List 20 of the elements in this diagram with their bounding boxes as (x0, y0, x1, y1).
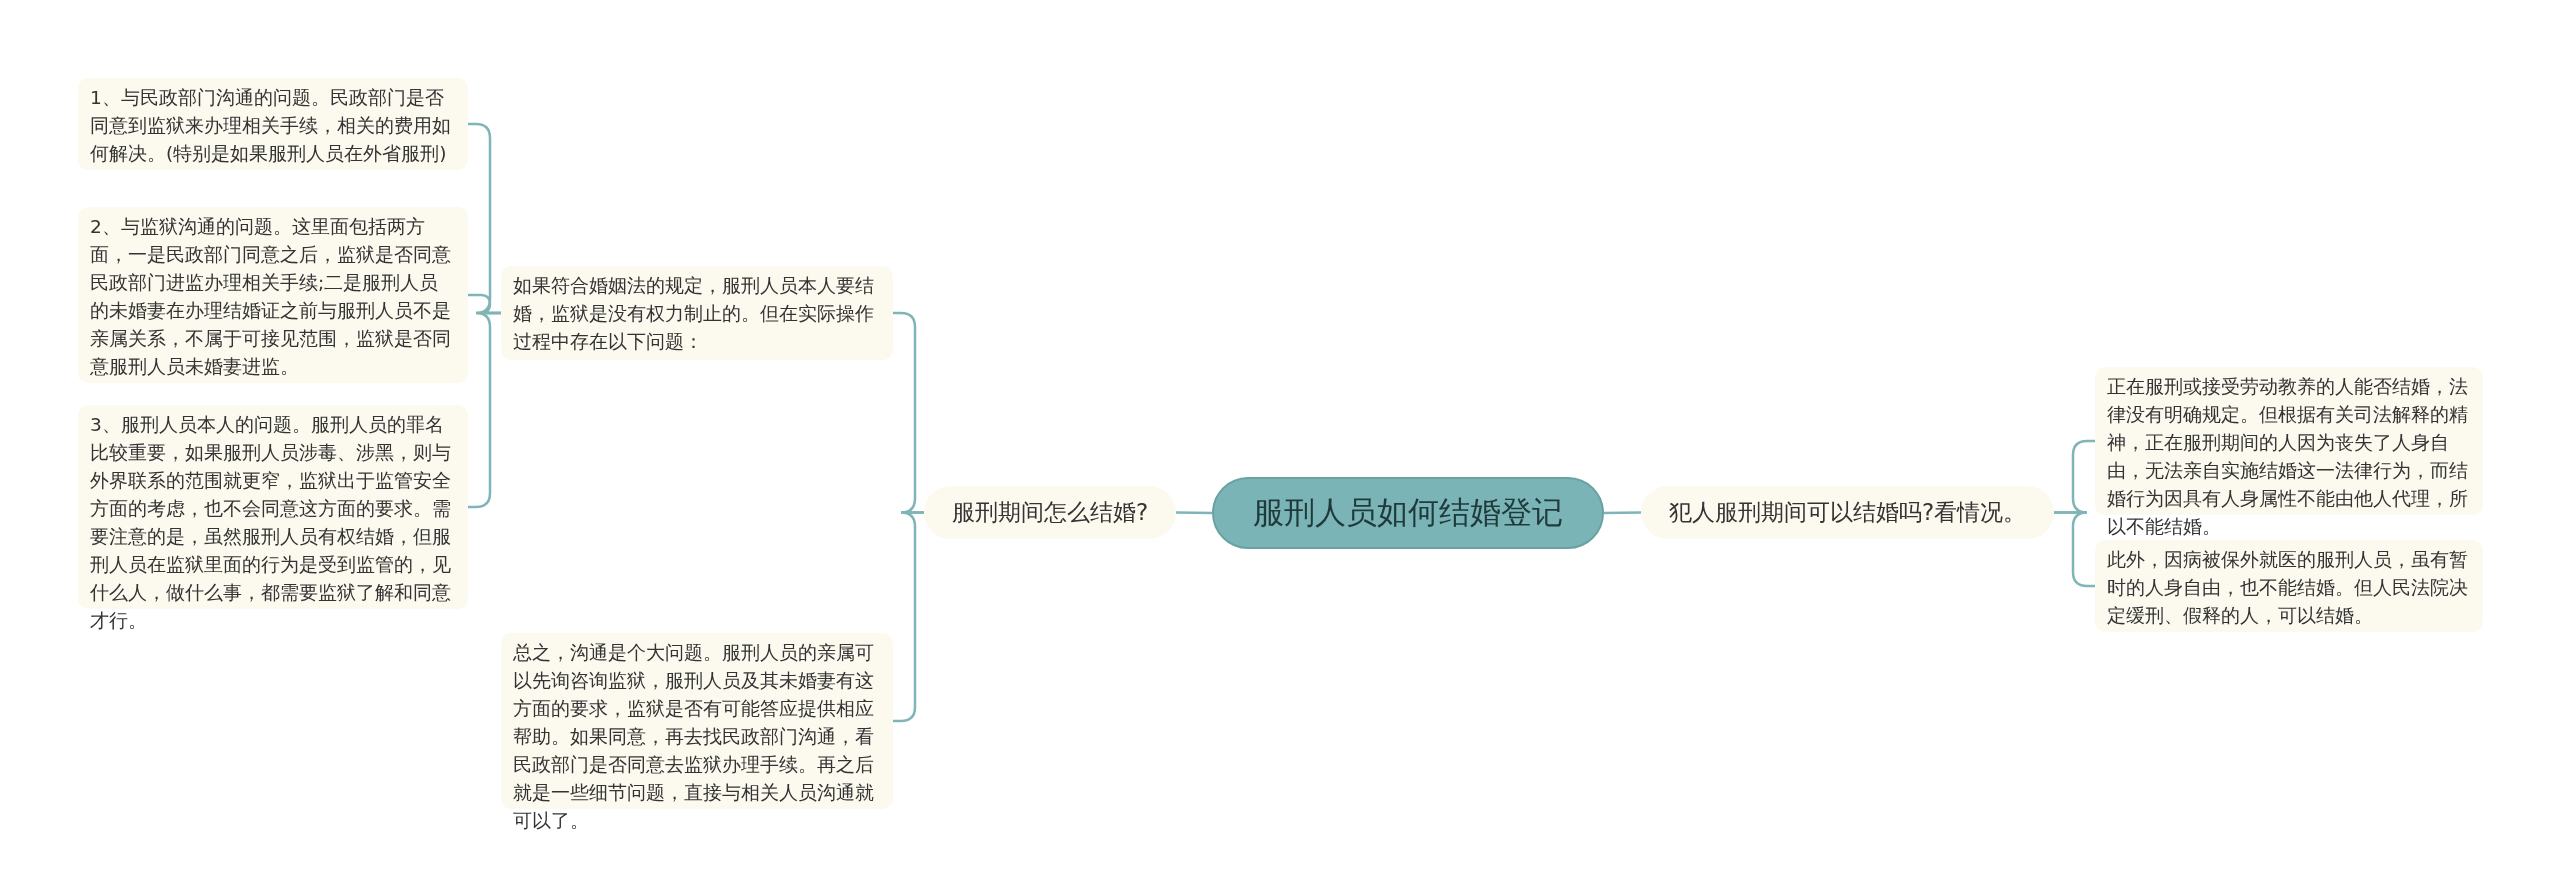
topic-text: 如果符合婚姻法的规定，服刑人员本人要结婚，监狱是没有权力制止的。但在实际操作过程中存在以下问题： (513, 274, 875, 354)
topic-text: 服刑期间怎么结婚? (951, 498, 1149, 527)
branch-topic (1641, 486, 2054, 539)
topic-text: 1、与民政部门沟通的问题。民政部门是否同意到监狱来办理相关手续，相关的费用如何解决。(特别是如果服刑人员在外省服刑) (90, 86, 452, 166)
topic-text: 2、与监狱沟通的问题。这里面包括两方面，一是民政部门同意之后，监狱是否同意民政部门进监办理相关手续;二是服刑人员的未婚妻在办理结婚证之前与服刑人员不是亲属关系，不属于可接见范围，监狱是否同意服刑人员未婚妻进监。 (90, 215, 452, 379)
connector-line (1604, 511, 1641, 515)
connector-line (893, 511, 924, 723)
topic-box (501, 266, 893, 360)
topic-text: 此外，因病被保外就医的服刑人员，虽有暂时的人身自由，也不能结婚。但人民法院决定缓刑、假释的人，可以结婚。 (2107, 548, 2469, 628)
topic-text: 服刑人员如何结婚登记 (1253, 493, 1563, 532)
topic-box (2095, 540, 2483, 632)
connector-line (1176, 511, 1212, 515)
connector-line (2054, 511, 2095, 588)
topic-text: 总之，沟通是个大问题。服刑人员的亲属可以先询咨询监狱，服刑人员及其未婚妻有这方面的要求，监狱是否有可能答应提供相应帮助。如果同意，再去找民政部门沟通，看民政部门是否同意去监狱办理手续。再之后就是一些细节问题，直接与相关人员沟通就可以了。 (513, 641, 875, 833)
topic-text: 3、服刑人员本人的问题。服刑人员的罪名比较重要，如果服刑人员涉毒、涉黑，则与外界联系的范围就更窄，监狱出于监管安全方面的考虑，也不会同意这方面的要求。需要注意的是，虽然服刑人员有权结婚，但服刑人员在监狱里面的行为是受到监管的，见什么人，做什么事，都需要监狱了解和同意才行。 (90, 413, 452, 633)
topic-text: 犯人服刑期间可以结婚吗?看情况。 (1668, 498, 2027, 527)
topic-box (78, 78, 468, 170)
topic-text: 正在服刑或接受劳动教养的人能否结婚，法律没有明确规定。但根据有关司法解释的精神，正在服刑期间的人因为丧失了人身自由，无法亲自实施结婚这一法律行为，而结婚行为因具有人身属性不能由他人代理，所以不能结婚。 (2107, 375, 2469, 539)
connector-line (468, 311, 501, 509)
branch-topic (924, 486, 1176, 539)
